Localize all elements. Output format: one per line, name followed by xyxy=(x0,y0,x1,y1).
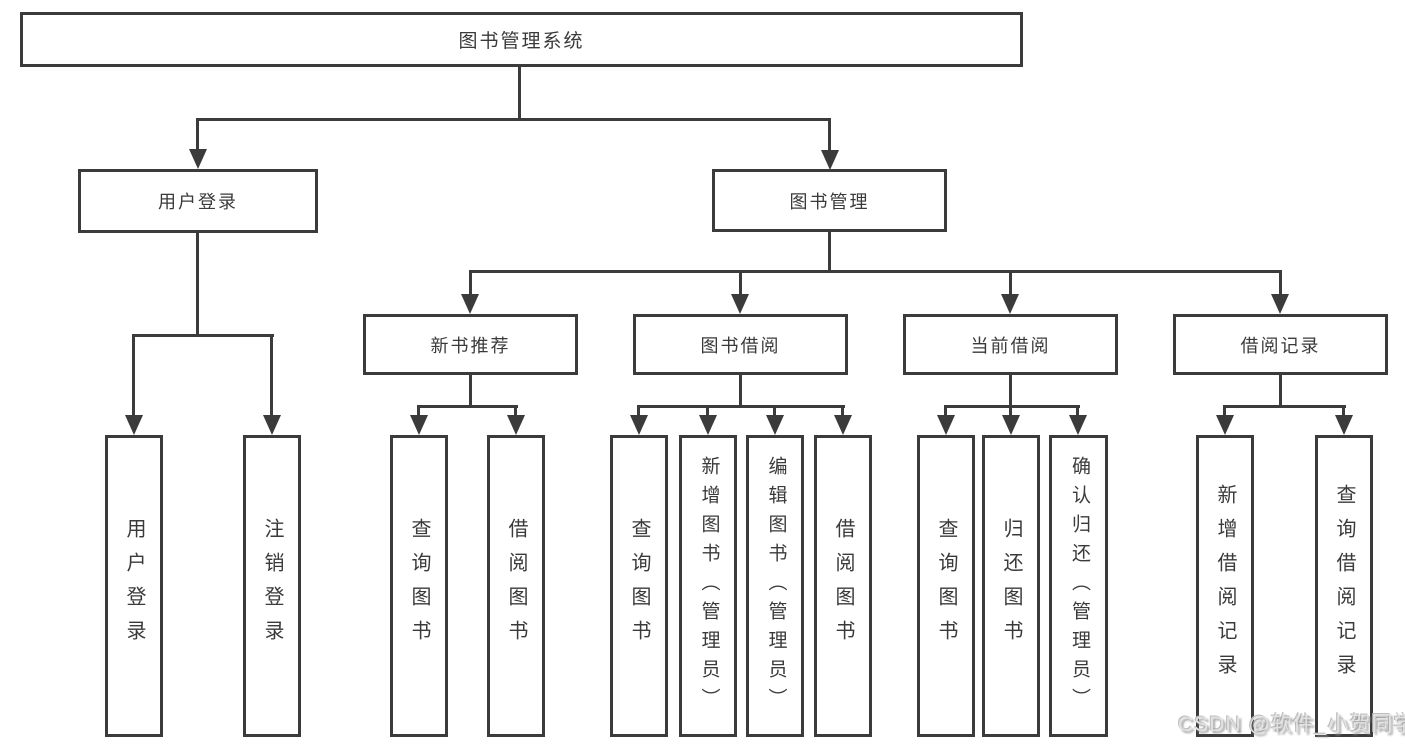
node-book-borrowing: 图书借阅 xyxy=(633,314,848,375)
node-user-login-branch: 用户登录 xyxy=(78,169,318,233)
node-book-management: 图书管理 xyxy=(712,169,947,232)
connector-vline xyxy=(1009,375,1012,408)
connector-vline xyxy=(196,233,199,337)
leaf-add-borrow-record: 新增借阅记录 xyxy=(1196,435,1254,737)
leaf-return-book-label: 归还图书 xyxy=(1000,518,1022,654)
connector-vline xyxy=(132,335,135,421)
leaf-query-borrow-record: 查询借阅记录 xyxy=(1315,435,1373,737)
node-current-borrowing: 当前借阅 xyxy=(903,314,1118,375)
leaf-query-books-borrowing: 查询图书 xyxy=(610,435,668,737)
leaf-query-borrow-record-label: 查询借阅记录 xyxy=(1333,484,1355,688)
connector-hline xyxy=(417,405,518,408)
leaf-add-borrow-record-label: 新增借阅记录 xyxy=(1214,484,1236,688)
leaf-user-login: 用户登录 xyxy=(105,435,163,737)
connector-hline xyxy=(196,118,831,121)
arrow-down-icon xyxy=(1001,294,1019,314)
leaf-query-books-recommend: 查询图书 xyxy=(390,435,448,737)
leaf-confirm-return-admin: 确认归还（管理员） xyxy=(1049,435,1108,737)
connector-vline xyxy=(841,407,844,419)
connector-vline xyxy=(1279,272,1282,298)
connector-vline xyxy=(417,407,420,419)
connector-hline xyxy=(469,270,1282,273)
arrow-down-icon xyxy=(1002,415,1020,435)
arrow-down-icon xyxy=(461,294,479,314)
connector-vline xyxy=(739,375,742,408)
leaf-query-books-recommend-label: 查询图书 xyxy=(408,518,430,654)
leaf-borrow-books-recommend: 借阅图书 xyxy=(487,435,545,737)
arrow-down-icon xyxy=(937,415,955,435)
connector-vline xyxy=(1223,407,1226,419)
connector-vline xyxy=(469,272,472,298)
arrow-down-icon xyxy=(263,415,281,435)
connector-vline xyxy=(270,335,273,421)
connector-vline xyxy=(1342,407,1345,419)
node-root-label: 图书管理系统 xyxy=(458,31,585,52)
connector-vline xyxy=(944,407,947,419)
connector-vline xyxy=(828,120,831,154)
leaf-add-book-admin: 新增图书（管理员） xyxy=(679,435,737,737)
node-new-book-recommend-label: 新书推荐 xyxy=(430,335,511,356)
arrow-down-icon xyxy=(1271,294,1289,314)
connector-vline xyxy=(196,120,199,154)
arrow-down-icon xyxy=(1069,415,1087,435)
connector-hline xyxy=(132,334,274,337)
csdn-watermark: CSDN @软件_小贺同学 xyxy=(1178,713,1405,736)
arrow-down-icon xyxy=(699,415,717,435)
arrow-down-icon xyxy=(507,415,525,435)
connector-vline xyxy=(1076,407,1079,419)
arrow-down-icon xyxy=(731,294,749,314)
node-borrowing-records: 借阅记录 xyxy=(1173,314,1388,375)
leaf-user-login-label: 用户登录 xyxy=(123,518,145,654)
leaf-borrow-books-borrowing: 借阅图书 xyxy=(814,435,872,737)
arrow-down-icon xyxy=(125,415,143,435)
node-book-borrowing-label: 图书借阅 xyxy=(700,335,781,356)
connector-hline xyxy=(637,405,845,408)
connector-vline xyxy=(828,232,831,273)
arrow-down-icon xyxy=(821,150,839,170)
connector-vline xyxy=(1009,272,1012,298)
node-current-borrowing-label: 当前借阅 xyxy=(970,335,1051,356)
leaf-confirm-return-admin-label: 确认归还（管理员） xyxy=(1068,455,1090,717)
connector-hline xyxy=(944,405,1080,408)
node-root: 图书管理系统 xyxy=(20,12,1023,67)
leaf-logout-label: 注销登录 xyxy=(261,518,283,654)
leaf-query-books-borrowing-label: 查询图书 xyxy=(628,518,650,654)
leaf-query-books-current: 查询图书 xyxy=(917,435,975,737)
leaf-edit-book-admin-label: 编辑图书（管理员） xyxy=(765,455,787,717)
node-book-management-label: 图书管理 xyxy=(789,191,870,212)
node-borrowing-records-label: 借阅记录 xyxy=(1240,335,1321,356)
connector-vline xyxy=(469,375,472,408)
node-new-book-recommend: 新书推荐 xyxy=(363,314,578,375)
leaf-borrow-books-borrowing-label: 借阅图书 xyxy=(832,518,854,654)
arrow-down-icon xyxy=(630,415,648,435)
connector-vline xyxy=(514,407,517,419)
arrow-down-icon xyxy=(1335,415,1353,435)
arrow-down-icon xyxy=(766,415,784,435)
leaf-logout: 注销登录 xyxy=(243,435,301,737)
connector-vline xyxy=(637,407,640,419)
leaf-add-book-admin-label: 新增图书（管理员） xyxy=(698,455,720,717)
node-user-login-branch-label: 用户登录 xyxy=(158,192,238,212)
connector-vline xyxy=(518,67,521,120)
arrow-down-icon xyxy=(189,149,207,169)
connector-vline xyxy=(706,407,709,419)
connector-vline xyxy=(773,407,776,419)
leaf-borrow-books-recommend-label: 借阅图书 xyxy=(505,518,527,654)
arrow-down-icon xyxy=(1216,415,1234,435)
connector-vline xyxy=(1279,375,1282,408)
leaf-query-books-current-label: 查询图书 xyxy=(935,518,957,654)
connector-vline xyxy=(739,272,742,298)
connector-vline xyxy=(1009,407,1012,419)
arrow-down-icon xyxy=(834,415,852,435)
leaf-edit-book-admin: 编辑图书（管理员） xyxy=(746,435,804,737)
leaf-return-book: 归还图书 xyxy=(982,435,1040,737)
connector-hline xyxy=(1223,405,1346,408)
arrow-down-icon xyxy=(410,415,428,435)
